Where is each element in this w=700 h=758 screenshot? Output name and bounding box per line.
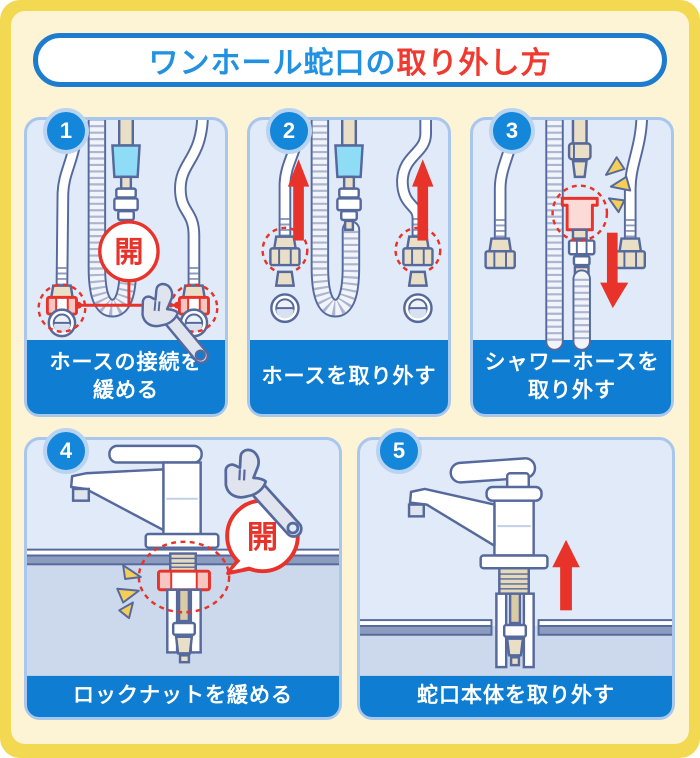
up-arrow-left: [287, 159, 310, 241]
counter: [360, 619, 672, 636]
click-marks-icon: [116, 564, 142, 620]
valve-right: [177, 284, 210, 338]
step-caption: シャワーホースを 取り外す: [473, 340, 671, 414]
supply-hoses: [166, 588, 202, 664]
svg-text:開: 開: [114, 237, 143, 269]
supply-pipe-right: [174, 120, 209, 292]
dashed-highlight-left: [37, 283, 87, 333]
dashed-highlight-circle: [137, 540, 231, 614]
hose-nut-right: [177, 295, 210, 316]
step-panel-2: 2 ホースを取り外す: [247, 108, 451, 417]
step-number-badge: 5: [376, 428, 422, 474]
wrench-icon: [224, 448, 303, 538]
open-annotation: 開: [75, 220, 181, 309]
faucet-spout: [408, 487, 496, 547]
title-part-blue: ワンホール蛇口の: [148, 47, 397, 80]
lock-nut-highlighted: [157, 569, 211, 592]
up-arrow-right: [412, 159, 434, 241]
threaded-shaft: [498, 566, 530, 595]
aerator: [407, 503, 425, 518]
step-caption: ロックナットを緩める: [27, 675, 339, 717]
step-caption: ホースを取り外す: [250, 340, 448, 414]
cabinet-area: [27, 555, 339, 676]
step-caption: 蛇口本体を取り外す: [360, 675, 672, 717]
click-marks-icon: [605, 156, 632, 214]
hose-end-left: [269, 235, 301, 267]
shower-hose: [87, 120, 138, 318]
step-number-badge: 2: [266, 108, 312, 154]
cabinet-area: [360, 625, 672, 676]
shower-connector-highlighted: [560, 196, 599, 232]
step-panel-4: 4 ロックナットを緩める: [24, 428, 342, 720]
step-number-badge: 4: [43, 428, 89, 474]
supply-pipe-right: [614, 120, 648, 270]
faucet-lever: [449, 457, 537, 484]
title-part-red: 取り外し方: [396, 47, 552, 80]
step-panel-5: 5 蛇口本体を取り外す: [357, 428, 675, 720]
dashed-highlight-left: [261, 226, 309, 275]
faucet-whole: [407, 457, 549, 669]
up-arrow-icon: [552, 539, 580, 611]
valve-left: [45, 284, 78, 338]
dashed-highlight-right: [394, 226, 442, 275]
step-caption: ホースの接続を 緩める: [27, 340, 225, 414]
step-number-badge: 1: [43, 108, 89, 154]
hose-nut-left: [45, 295, 78, 316]
faucet-body: [69, 444, 220, 549]
supply-hoses: [495, 592, 535, 669]
title-banner: ワンホール蛇口の取り外し方: [33, 33, 667, 87]
down-arrow-icon: [600, 232, 629, 309]
supply-pipe-right: [396, 120, 432, 243]
shower-hose: [310, 120, 361, 318]
aerator: [71, 487, 91, 502]
valve-left: [270, 270, 300, 324]
threaded-shaft: [169, 552, 197, 573]
faucet-connector: [111, 120, 141, 231]
faucet-connector: [334, 120, 364, 231]
step-number-badge: 3: [489, 108, 535, 154]
counter: [27, 548, 339, 566]
dashed-highlight-right: [169, 283, 219, 333]
step-panel-1: 1 ホースの接続を 緩める: [24, 108, 228, 417]
svg-text:開: 開: [247, 520, 278, 555]
step-panel-3: 3 シャワーホースを 取り外す: [470, 108, 674, 417]
shower-connector-column: [560, 120, 599, 351]
valve-right: [403, 270, 433, 324]
open-speech-bubble: 開: [225, 498, 300, 576]
dashed-highlight-circle: [551, 184, 609, 242]
hose-end-right: [402, 235, 434, 267]
